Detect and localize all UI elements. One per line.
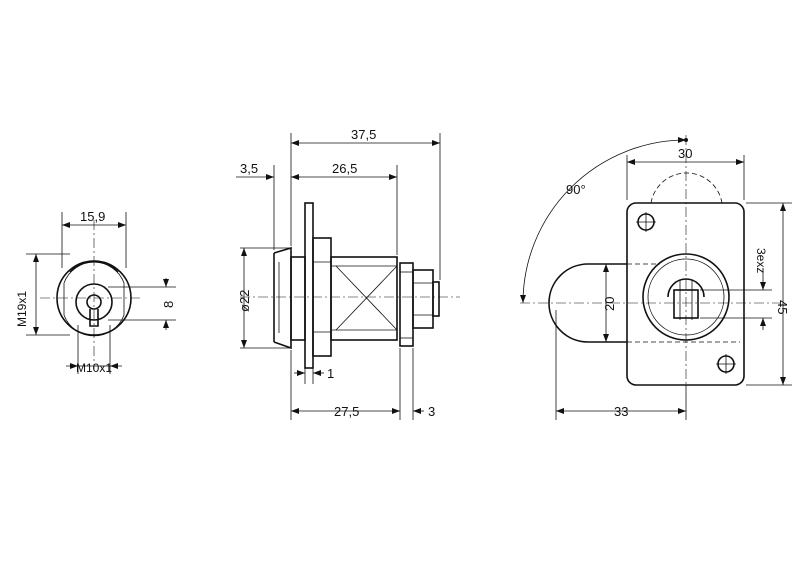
rear-view: 90° 30 45 3exz 20 33: [520, 135, 792, 420]
dim-30-label: 30: [678, 146, 692, 161]
dim-3-label: 3: [428, 404, 435, 419]
dim-3exz-label: 3exz: [754, 248, 768, 273]
dim-m10x1-label: M10x1: [76, 361, 112, 375]
dim-33-label: 33: [614, 404, 628, 419]
dim-90-label: 90°: [566, 182, 586, 197]
dim-27-5-label: 27,5: [334, 404, 359, 419]
dim-15-9-label: 15,9: [80, 209, 105, 224]
dim-3-5-label: 3,5: [240, 161, 258, 176]
dim-45-label: 45: [775, 300, 790, 314]
dim-1-label: 1: [327, 366, 334, 381]
dim-26-5-label: 26,5: [332, 161, 357, 176]
side-view: 37,5 3,5 26,5 ø22 1 27,5 3: [236, 127, 460, 420]
front-view: 15,9 M19x1 8 M10x1: [15, 209, 176, 375]
dim-22-label: ø22: [237, 290, 252, 312]
dim-20-label: 20: [602, 297, 617, 311]
dim-37-5-label: 37,5: [351, 127, 376, 142]
dim-m19x1-label: M19x1: [15, 291, 29, 327]
dim-8-label: 8: [161, 301, 176, 308]
